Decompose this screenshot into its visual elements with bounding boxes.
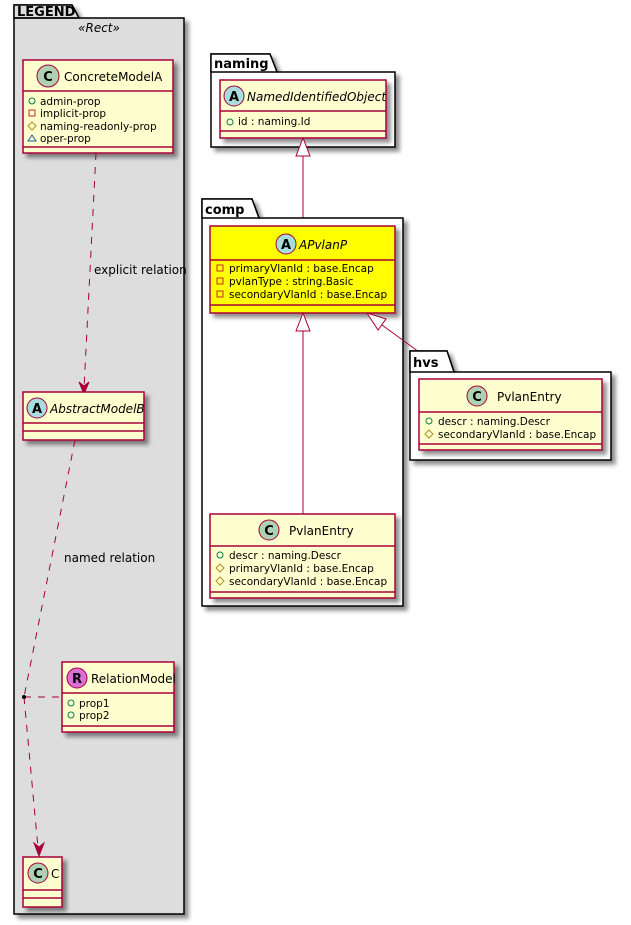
- class-abstract-model-b[interactable]: A AbstractModelB: [22, 391, 145, 441]
- arrowhead-icon: [78, 381, 90, 396]
- class-hvs-pvlan-entry[interactable]: C PvlanEntry descr : naming.Descr second…: [418, 378, 603, 451]
- abstract-class-icon: [223, 85, 245, 107]
- class-name: AbstractModelB: [49, 402, 145, 416]
- public-visibility-icon: [67, 711, 75, 719]
- relation-explicit: explicit relation: [78, 152, 187, 396]
- class-name: NamedIdentifiedObject: [247, 90, 387, 104]
- arrowhead-icon: [32, 841, 46, 858]
- class-name: APvlanP: [298, 238, 348, 252]
- private-visibility-icon: [28, 109, 36, 117]
- package-hvs-name: hvs: [413, 356, 439, 371]
- attribute: descr : naming.Descr: [229, 550, 342, 562]
- protected-visibility-icon: [215, 576, 225, 586]
- inheritance-arrowhead-icon: [365, 312, 387, 331]
- inheritance-arrowhead-icon: [295, 136, 311, 157]
- legend-stereotype: «Rect»: [78, 21, 120, 35]
- class-name: C: [51, 867, 59, 881]
- class-named-identified-object[interactable]: A NamedIdentifiedObject id : naming.Id: [219, 79, 387, 139]
- attribute: descr : naming.Descr: [438, 416, 551, 428]
- attribute: id : naming.Id: [238, 116, 310, 128]
- class-c-icon: [466, 385, 488, 407]
- protected-visibility-icon: [215, 563, 225, 573]
- public-visibility-icon: [425, 417, 433, 425]
- class-kind-letter: A: [281, 238, 291, 253]
- attribute: pvlanType : string.Basic: [229, 276, 354, 288]
- class-kind-letter: C: [43, 70, 53, 85]
- inheritance-arrowhead-icon: [295, 311, 311, 332]
- class-name: PvlanEntry: [497, 390, 562, 404]
- private-visibility-icon: [216, 277, 224, 285]
- class-c[interactable]: C C: [22, 856, 63, 908]
- relation-label: explicit relation: [94, 263, 187, 277]
- class-kind-letter: C: [33, 867, 43, 882]
- class-kind-letter: C: [472, 390, 482, 405]
- attribute: prop1: [79, 698, 110, 710]
- attribute: primaryVlanId : base.Encap: [229, 563, 374, 575]
- attribute: oper-prop: [40, 133, 91, 145]
- public-visibility-icon: [67, 699, 75, 707]
- abstract-class-icon: [275, 233, 297, 255]
- class-concrete-model-a[interactable]: C ConcreteModelA admin-prop implicit-pro…: [22, 59, 174, 154]
- package-legend-name: LEGEND: [17, 5, 76, 20]
- relation-named: named relation: [22, 439, 155, 858]
- class-c-icon: [258, 519, 280, 541]
- class-comp-pvlan-entry[interactable]: C PvlanEntry descr : naming.Descr primar…: [209, 513, 396, 599]
- relation-class-icon: [66, 667, 88, 689]
- attribute: prop2: [79, 710, 110, 722]
- attribute: primaryVlanId : base.Encap: [229, 263, 374, 275]
- class-kind-letter: A: [32, 402, 42, 417]
- public-visibility-icon: [226, 118, 234, 126]
- attribute: secondaryVlanId : base.Encap: [438, 429, 596, 441]
- public-visibility-icon: [216, 551, 224, 559]
- relation-label: named relation: [64, 551, 155, 565]
- abstract-class-icon: [26, 397, 48, 419]
- public-visibility-icon: [28, 97, 36, 105]
- class-name: ConcreteModelA: [64, 70, 163, 84]
- class-apvlanp[interactable]: A APvlanP primaryVlanId : base.Encap pvl…: [209, 225, 396, 314]
- attribute: admin-prop: [40, 96, 101, 108]
- generalization-comp-pvlan-entry-apvlanp: [295, 311, 311, 514]
- package-visibility-icon: [27, 134, 37, 142]
- protected-visibility-icon: [27, 121, 37, 131]
- class-kind-letter: R: [72, 672, 82, 687]
- attribute: naming-readonly-prop: [40, 121, 157, 133]
- generalization-apvlanp-named-identified-object: [295, 136, 311, 226]
- class-kind-letter: A: [229, 90, 239, 105]
- attribute: secondaryVlanId : base.Encap: [229, 576, 387, 588]
- package-naming-name: naming: [214, 57, 269, 72]
- attribute: implicit-prop: [40, 108, 106, 120]
- attribute: secondaryVlanId : base.Encap: [229, 289, 387, 301]
- private-visibility-icon: [216, 264, 224, 272]
- protected-visibility-icon: [424, 429, 434, 439]
- junction-dot: [22, 695, 26, 699]
- class-relation-model[interactable]: R RelationModel prop1 prop2: [61, 661, 176, 733]
- private-visibility-icon: [216, 290, 224, 298]
- class-name: PvlanEntry: [289, 524, 354, 538]
- class-name: RelationModel: [91, 672, 176, 686]
- class-c-icon: [27, 862, 49, 884]
- class-kind-letter: C: [264, 524, 274, 539]
- class-c-icon: [36, 64, 60, 88]
- package-comp-name: comp: [205, 203, 245, 218]
